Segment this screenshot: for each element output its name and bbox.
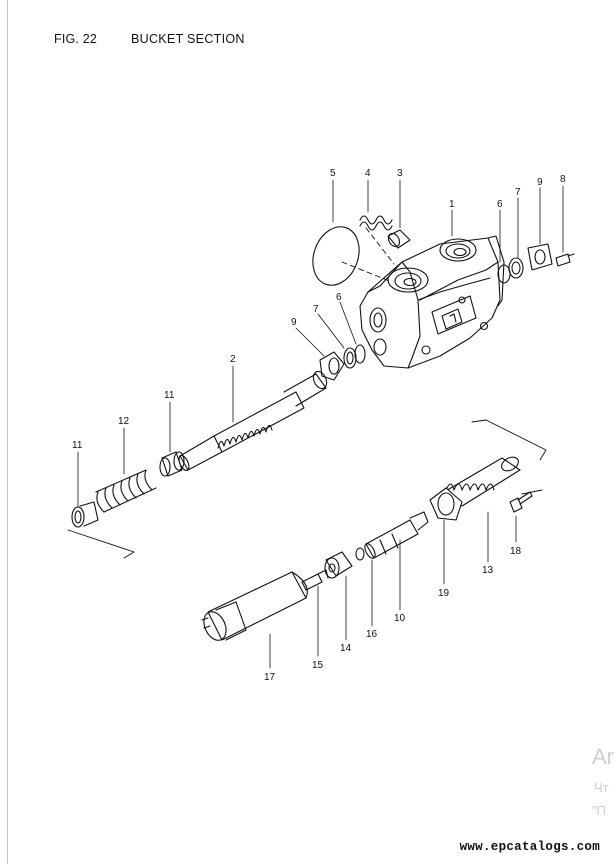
cover-left-part	[319, 351, 345, 381]
callout-6-right: 6	[497, 199, 503, 210]
callout-4: 4	[365, 168, 371, 179]
cover-plate-part	[527, 243, 553, 271]
callout-3: 3	[397, 168, 403, 179]
callout-6-left: 6	[336, 292, 342, 303]
callout-2: 2	[230, 354, 236, 365]
screw-part	[301, 569, 329, 591]
plug-part	[387, 229, 411, 249]
seal-part	[312, 226, 360, 286]
callout-11-upper: 11	[164, 390, 175, 401]
o-ring-left-part	[354, 344, 366, 364]
page-edge-rule	[7, 0, 8, 864]
callout-10: 10	[394, 613, 406, 624]
callout-14: 14	[340, 643, 352, 654]
leader-lines	[77, 179, 564, 669]
callout-8: 8	[560, 174, 566, 185]
spring-part	[359, 215, 393, 231]
footer-url: www.epcatalogs.com	[459, 840, 600, 854]
spring-cover-part	[201, 571, 308, 641]
return-spring-part	[95, 469, 157, 513]
backup-ring-part	[508, 257, 524, 279]
callout-7-right: 7	[515, 187, 521, 198]
watermark-line-3: "П	[592, 803, 606, 818]
flange-part	[429, 487, 463, 521]
callout-7-left: 7	[313, 304, 319, 315]
washer-left-part	[343, 347, 357, 369]
spring-seat-part	[159, 451, 185, 477]
bolt-part	[555, 253, 575, 267]
callout-17: 17	[264, 672, 276, 683]
callout-12: 12	[118, 416, 130, 427]
callout-9-right: 9	[537, 177, 543, 188]
watermark-line-1: Ar	[592, 744, 614, 769]
small-washer-part	[355, 547, 365, 561]
spring-seat-lower-part	[71, 501, 99, 528]
figure-number: FIG. 22	[54, 32, 98, 46]
figure-title: BUCKET SECTION	[131, 32, 245, 46]
callout-16: 16	[366, 629, 378, 640]
callout-5: 5	[330, 168, 336, 179]
callout-19: 19	[438, 588, 450, 599]
callout-1: 1	[449, 199, 455, 210]
callout-numbers: 1 2 3 4 5 6 6 7 7 8 9 9 10 11 11 12 13 1…	[72, 168, 566, 683]
callout-18: 18	[510, 546, 522, 557]
valve-body-part	[359, 235, 505, 369]
callout-15: 15	[312, 660, 324, 671]
stopper-part	[324, 551, 353, 579]
callout-9-left: 9	[291, 317, 297, 328]
watermark-line-2: Чт	[594, 780, 609, 795]
callout-13: 13	[482, 565, 494, 576]
cap-bolt-part	[509, 491, 533, 513]
plunger-part	[364, 511, 429, 559]
callout-11-lower: 11	[72, 440, 83, 451]
spool-part	[178, 370, 328, 471]
